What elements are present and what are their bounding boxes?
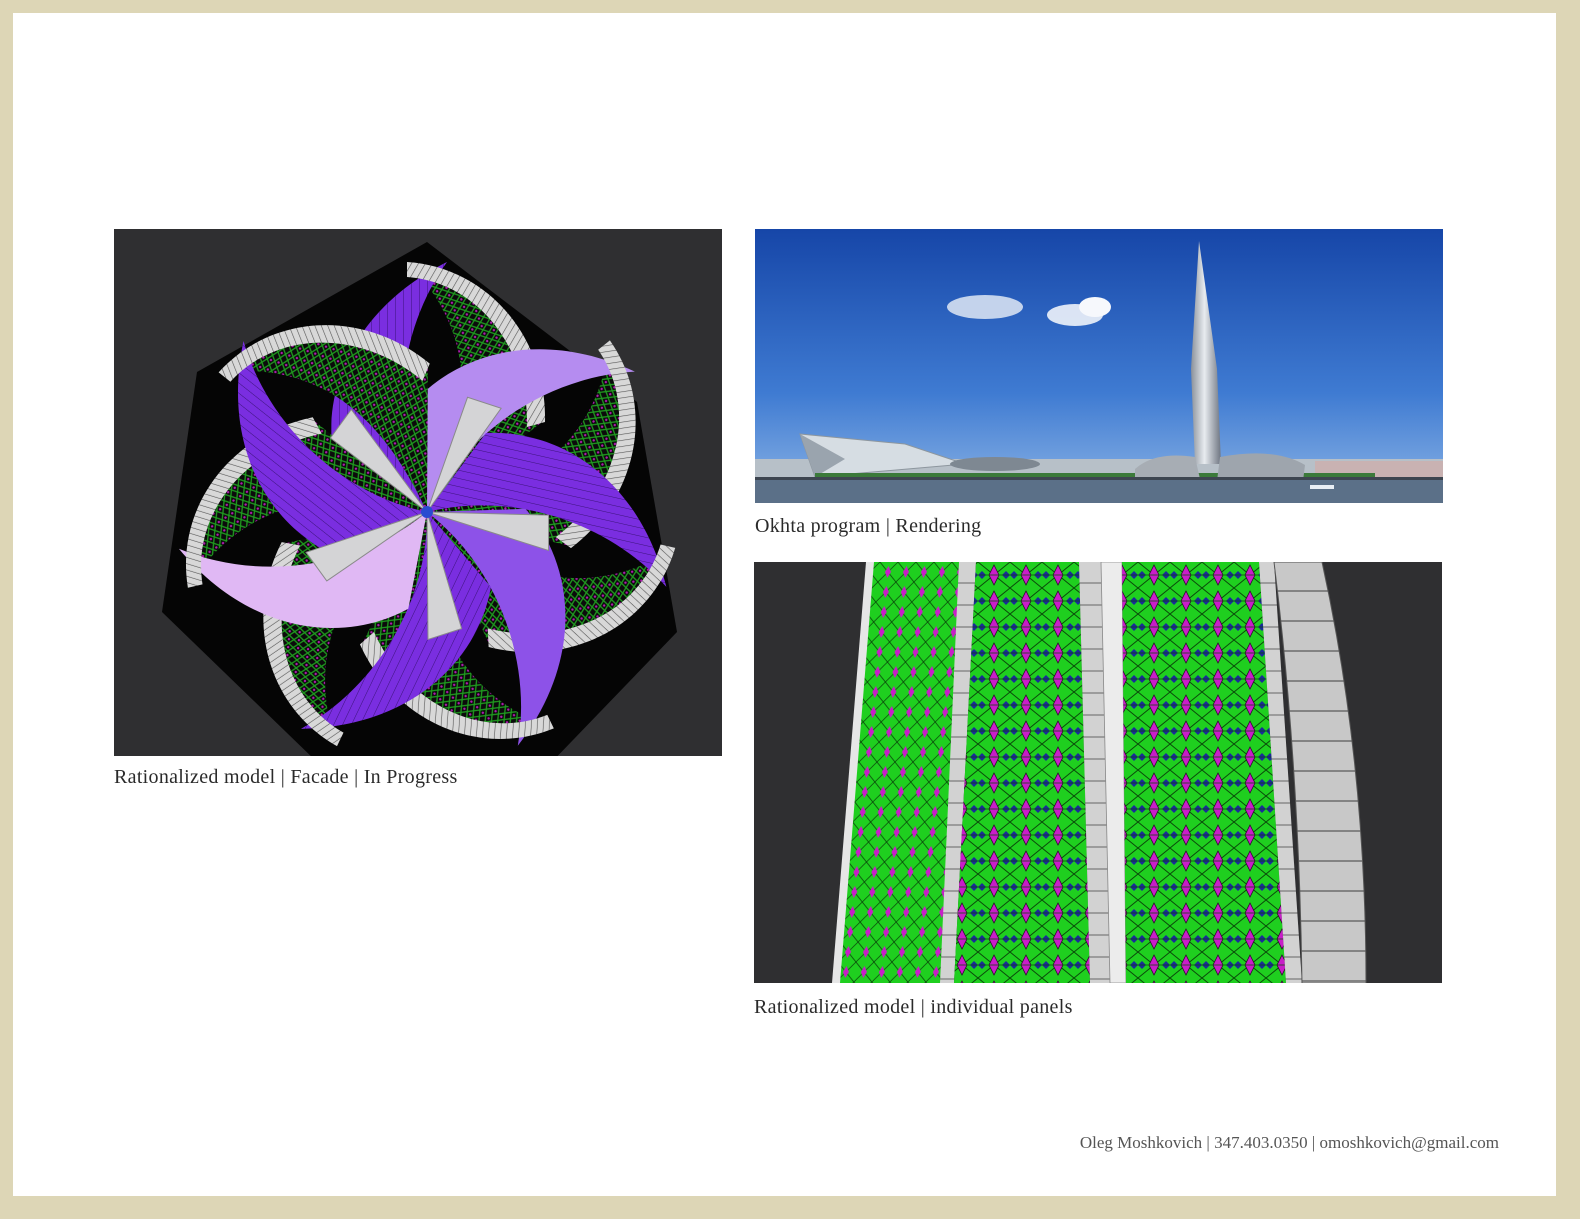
panels-caption: Rationalized model | individual panels	[754, 996, 1073, 1018]
panels-model-image	[754, 562, 1442, 983]
portfolio-page: Rationalized model | Facade | In Progres…	[13, 13, 1556, 1196]
contact-footer: Oleg Moshkovich | 347.403.0350 | omoshko…	[1079, 1133, 1499, 1152]
okhta-caption: Okhta program | Rendering	[755, 515, 982, 537]
facade-model-image	[114, 229, 722, 756]
facade-caption: Rationalized model | Facade | In Progres…	[114, 766, 458, 788]
okhta-rendering-image	[755, 229, 1443, 503]
blade-group	[178, 262, 676, 747]
